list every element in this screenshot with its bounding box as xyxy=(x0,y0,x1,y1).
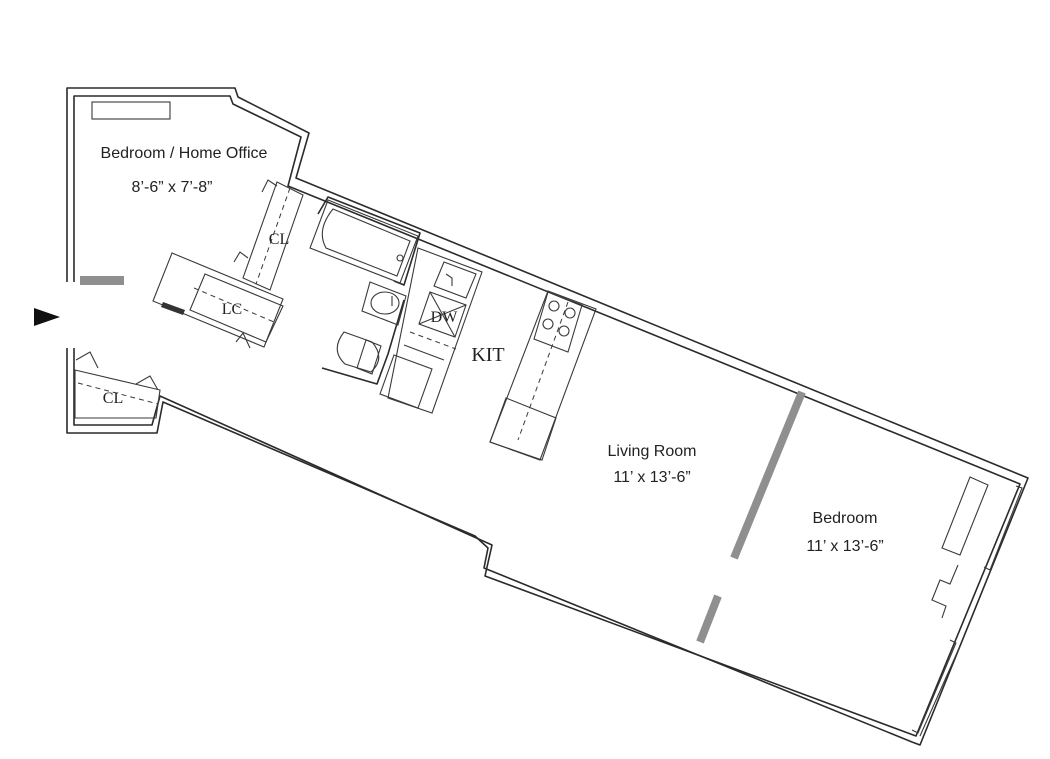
radiator xyxy=(80,276,124,285)
bathroom xyxy=(309,196,421,385)
dishwasher-label: DW xyxy=(431,309,459,326)
room-labels: Bedroom / Home Office 8’-6” x 7’-8” Livi… xyxy=(101,145,884,555)
kitchen: DW KIT xyxy=(379,247,597,461)
home-office-name: Bedroom / Home Office xyxy=(101,145,268,162)
bedroom-area xyxy=(911,476,1023,737)
exterior-walls xyxy=(66,87,1029,746)
closet-lower-label: CL xyxy=(103,390,123,407)
bedroom-dims: 11’ x 13’-6” xyxy=(806,538,883,555)
window-sill xyxy=(91,101,171,120)
home-office-dims: 8’-6” x 7’-8” xyxy=(132,179,213,196)
home-office-area xyxy=(80,101,171,285)
living-room-dims: 11’ x 13’-6” xyxy=(613,469,690,486)
room-divider xyxy=(696,390,806,644)
living-room-name: Living Room xyxy=(608,443,697,460)
closet-upper-label: CL xyxy=(269,231,289,248)
linen-closet-label: LC xyxy=(222,301,242,318)
closet-lower: CL xyxy=(74,351,161,419)
linen-closet: LC xyxy=(152,252,284,349)
bedroom-name: Bedroom xyxy=(813,510,878,527)
entry-arrow-icon xyxy=(34,308,60,326)
kitchen-label: KIT xyxy=(471,344,504,366)
closet-upper: CL xyxy=(233,179,304,291)
